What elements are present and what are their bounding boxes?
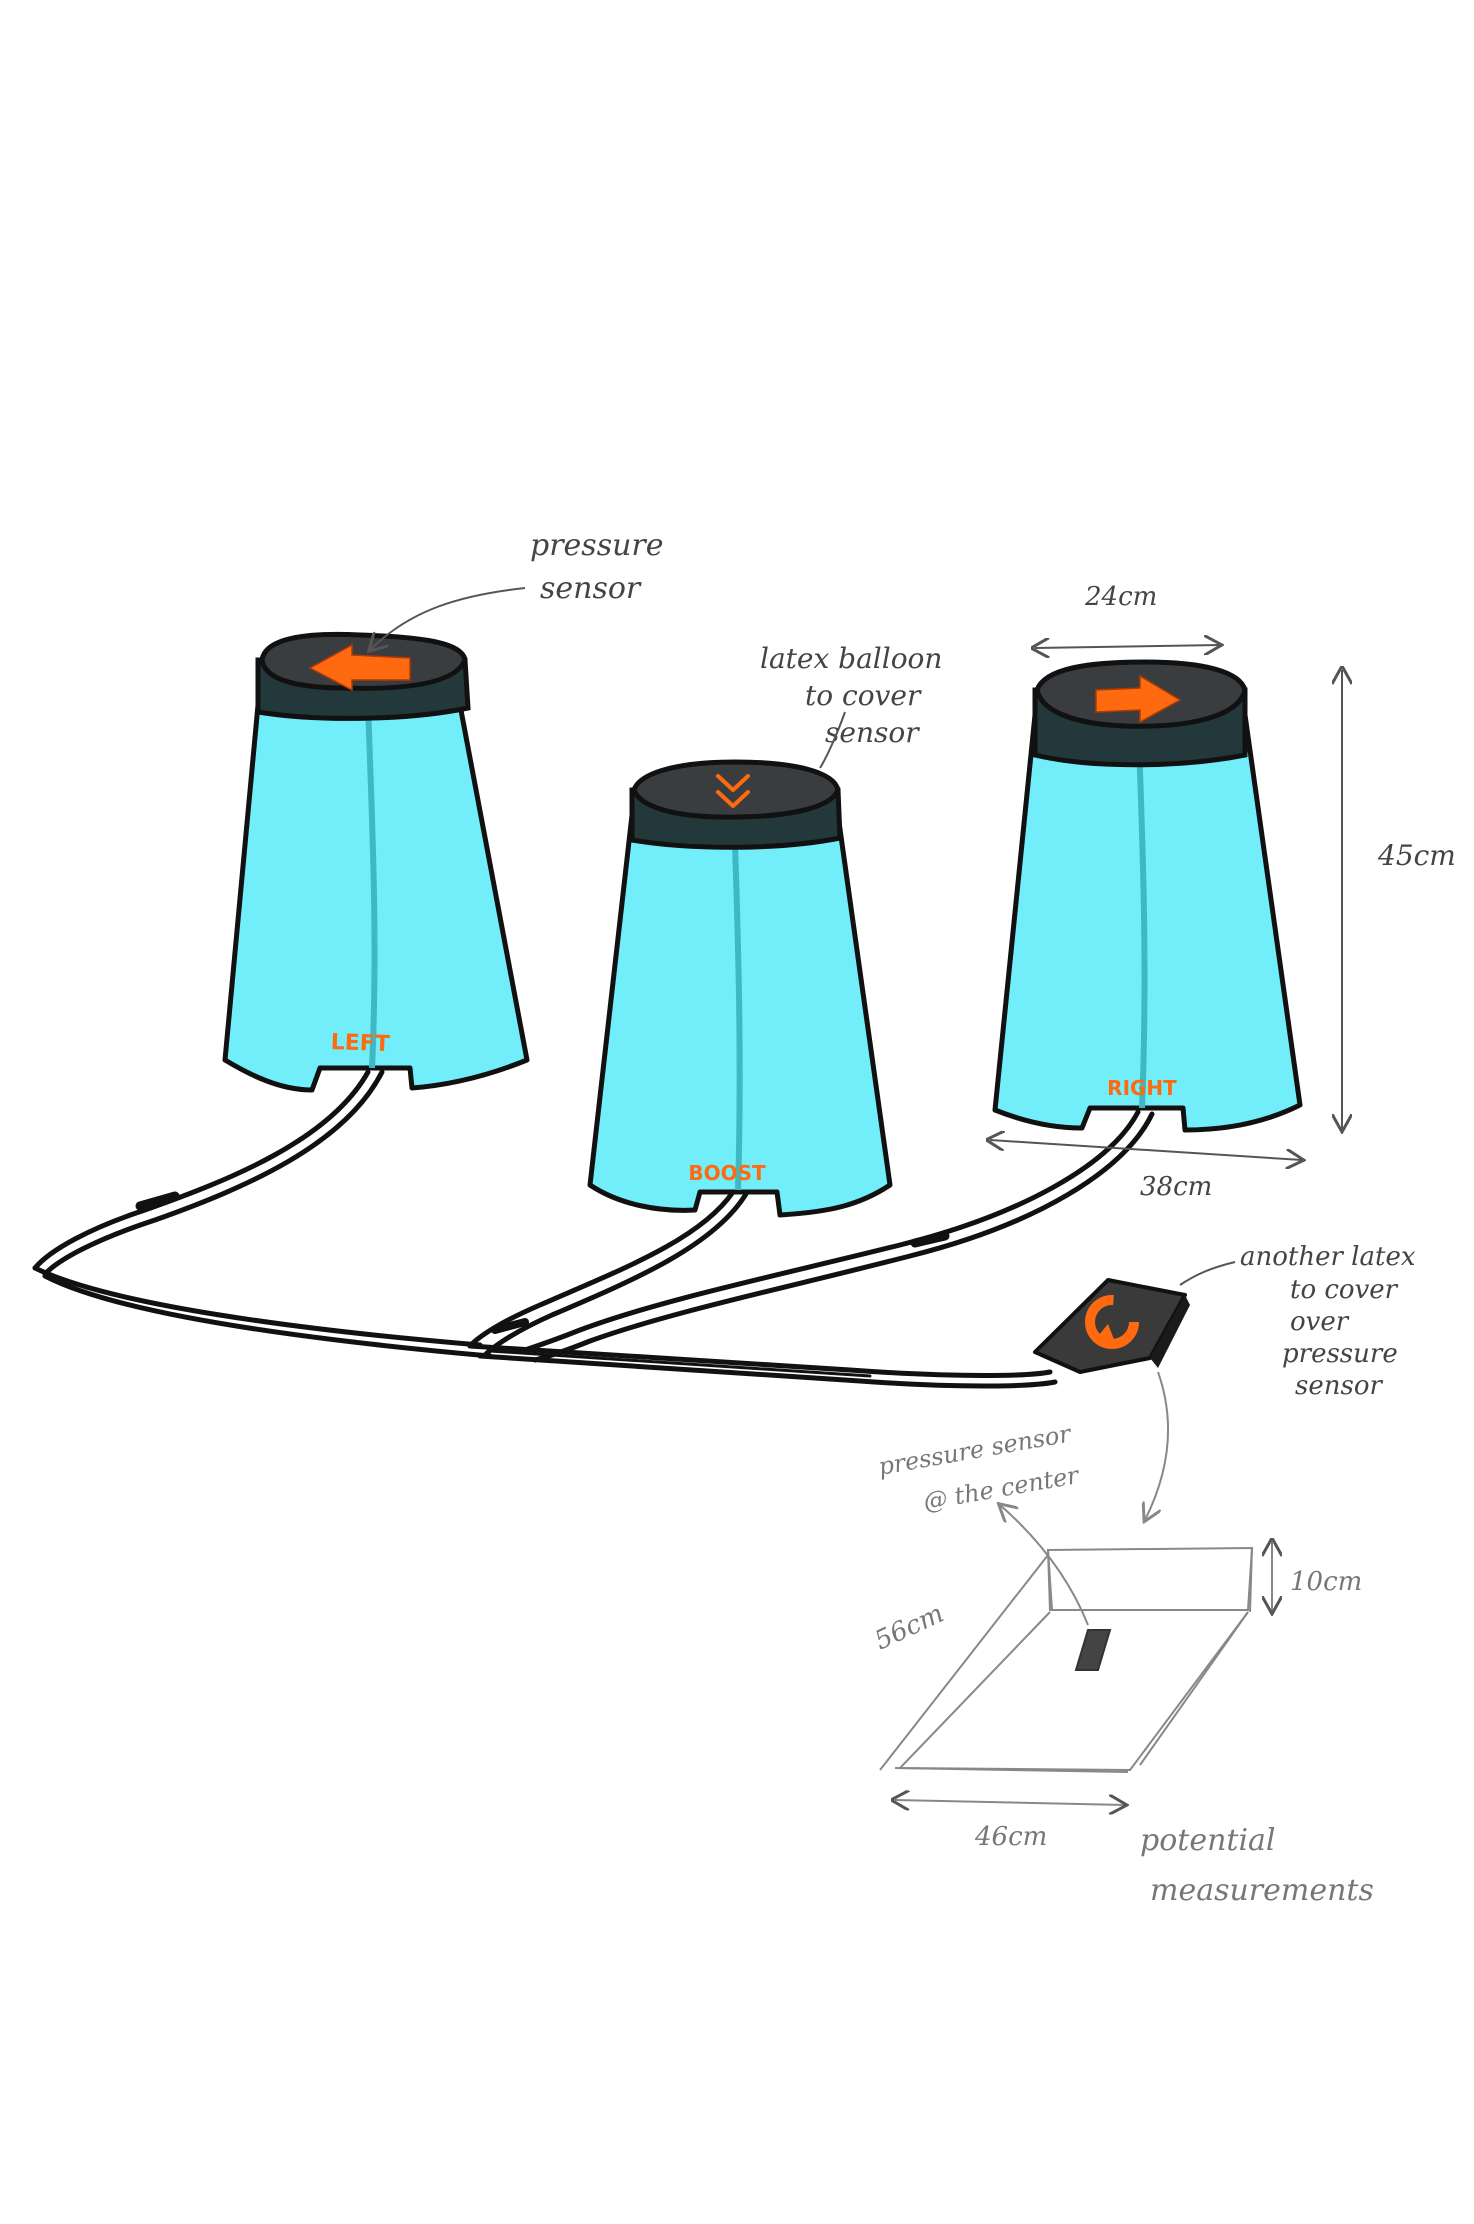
svg-text:pressure: pressure [1282, 1339, 1398, 1369]
svg-text:sensor: sensor [540, 571, 642, 606]
annotation-another-latex: another latex to cover over pressure sen… [1180, 1242, 1416, 1401]
svg-text:potential: potential [1140, 1823, 1276, 1858]
button-label-boost: BOOST [688, 1161, 766, 1185]
right-cone[interactable]: RIGHT [995, 662, 1300, 1130]
dimension-box-depth: 56cm [870, 1599, 948, 1657]
annotation-potential-measurements: potential measurements [1140, 1823, 1374, 1908]
annotation-pressure-sensor: pressure sensor [370, 528, 664, 650]
annotation-sensor-center: pressure sensor @ the center [876, 1419, 1088, 1625]
dimension-box-width: 46cm [895, 1800, 1125, 1852]
annotation-latex-balloon: latex balloon to cover sensor [760, 642, 942, 768]
svg-text:to cover: to cover [1290, 1275, 1399, 1305]
reset-pad[interactable] [1035, 1280, 1190, 1372]
dimension-height: 45cm [1342, 670, 1456, 1130]
svg-text:another latex: another latex [1240, 1242, 1416, 1272]
svg-text:measurements: measurements [1150, 1873, 1374, 1908]
left-cone[interactable]: LEFT [225, 634, 527, 1090]
svg-text:sensor: sensor [1295, 1371, 1383, 1401]
svg-text:pressure: pressure [530, 528, 664, 563]
svg-text:sensor: sensor [825, 716, 920, 749]
sensor-mark [1076, 1630, 1110, 1670]
svg-text:46cm: 46cm [974, 1822, 1047, 1852]
svg-text:24cm: 24cm [1084, 582, 1157, 612]
button-label-left: LEFT [330, 1030, 390, 1057]
svg-text:latex balloon: latex balloon [760, 642, 942, 675]
dimension-top-width: 24cm [1035, 582, 1220, 648]
svg-text:over: over [1290, 1307, 1350, 1337]
svg-text:38cm: 38cm [1140, 1172, 1212, 1202]
svg-text:45cm: 45cm [1377, 839, 1456, 872]
cable-bundle [35, 1072, 1152, 1386]
svg-text:56cm: 56cm [870, 1599, 948, 1657]
svg-text:10cm: 10cm [1290, 1567, 1362, 1597]
boost-cone[interactable]: BOOST [590, 762, 890, 1215]
dimension-bottom-width: 38cm [990, 1140, 1302, 1202]
button-label-right: RIGHT [1107, 1076, 1177, 1100]
svg-text:to cover: to cover [805, 679, 922, 712]
cone-body [995, 715, 1300, 1130]
dimension-box-height: 10cm [1272, 1542, 1362, 1612]
pencil-arrow-pad-to-box [1145, 1372, 1168, 1520]
